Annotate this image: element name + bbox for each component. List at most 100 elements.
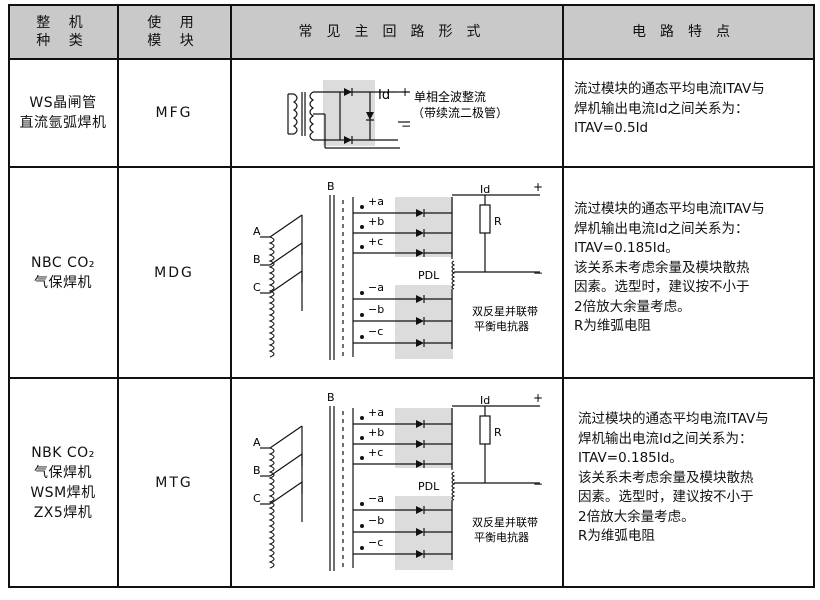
row2-tap-label: −a: [368, 281, 384, 294]
row3-feature-line: 流过模块的通态平均电流ITAV与: [578, 411, 769, 427]
header-welder-type-line1: 整 机: [36, 15, 90, 31]
row1-diode-icon: [344, 136, 352, 144]
row2-phase-label: A: [253, 225, 261, 238]
row3-welder-line3: WSM焊机: [30, 484, 96, 501]
row3-tap-label: −a: [368, 492, 384, 505]
row2-diode-icon: [416, 209, 424, 217]
row3-b-label: B: [327, 391, 335, 404]
row2-reactor-icon: [451, 260, 456, 290]
row2-tap-label: +b: [368, 215, 384, 228]
row3-feature-line: 2倍放大余量考虑。: [578, 508, 695, 525]
row3-wire: [269, 481, 303, 505]
row2-minus-label: −: [533, 266, 543, 280]
table-top-border: [8, 4, 814, 6]
row3-plus-label: +: [533, 391, 543, 405]
row2-resistor-icon: [479, 204, 491, 234]
row2-tap-dot: [360, 245, 364, 249]
row2-note-line1: 双反星并联带: [472, 304, 538, 318]
row3-tap-dot: [360, 456, 364, 460]
row3-tap-dot: [360, 416, 364, 420]
table-left-border: [8, 4, 10, 588]
row1-minus-label: −: [401, 119, 411, 133]
row3-tap-dot: [360, 502, 364, 506]
row3-note-line1: 双反星并联带: [472, 515, 538, 529]
row1-features: 流过模块的通态平均电流ITAV与 焊机输出电流Id之间关系为： ITAV=0.5…: [574, 80, 765, 139]
row1-note-line2: （带续流二极管）: [412, 105, 508, 120]
row3-diode-icon: [416, 440, 424, 448]
row2-resistor-label: R: [494, 215, 502, 228]
row3-phase-label: C: [253, 492, 261, 505]
row3-tap-label: −c: [368, 536, 383, 549]
row1-feature-line: 流过模块的通态平均电流ITAV与: [574, 81, 765, 97]
row3-diode-icon: [416, 550, 424, 558]
row2-b-label: B: [327, 180, 335, 193]
row3-feature-line: R为维弧电阻: [578, 528, 655, 544]
row2-module: MDG: [154, 264, 194, 281]
row3-resistor-icon: [479, 415, 491, 445]
table-bottom-border: [8, 586, 814, 588]
row3-wire: [269, 453, 303, 477]
row2-phase-label: B: [253, 253, 261, 266]
row2-pdl-label: PDL: [418, 269, 440, 282]
col-divider-2: [230, 4, 232, 588]
row2-feature-line: 该关系未考虑余量及模块散热: [574, 259, 750, 276]
row3-tap-label: +c: [368, 446, 383, 459]
row3-minus-label: −: [533, 477, 543, 491]
row2-phase-label: C: [253, 281, 261, 294]
row3-feature-line: 因素。选型时，建议按不小于: [578, 489, 754, 505]
row1-circuit-diagram: Id + − 单相全波整流 （带续流二极管）: [287, 80, 508, 149]
row2-tap-dot: [360, 291, 364, 295]
row3-diode-icon: [416, 420, 424, 428]
row2-tap-label: −b: [368, 303, 384, 316]
header-welder-type: 整 机 种 类: [9, 6, 117, 58]
row3-tap-dot: [360, 436, 364, 440]
row3-welder-line1: NBK CO₂: [31, 444, 95, 461]
row3-note-line2: 平衡电抗器: [474, 530, 529, 544]
row3-feature-line: ITAV=0.185Id。: [578, 450, 683, 466]
row3-feature-line: 焊机输出电流Id之间关系为：: [578, 430, 753, 447]
table-right-border: [813, 4, 815, 588]
row2-feature-line: 焊机输出电流Id之间关系为：: [574, 220, 749, 237]
row3-reactor-icon: [451, 471, 456, 501]
row2-feature-line: 因素。选型时，建议按不小于: [574, 279, 750, 295]
row2-tap-label: +a: [368, 195, 384, 208]
header-bottom-border: [8, 58, 814, 60]
row3-tap-label: +b: [368, 426, 384, 439]
row2-welder-line1: NBC CO₂: [31, 254, 95, 271]
row3-diode-icon: [416, 528, 424, 536]
row2-features: 流过模块的通态平均电流ITAV与 焊机输出电流Id之间关系为： ITAV=0.1…: [574, 200, 765, 337]
row2-plus-label: +: [533, 180, 543, 194]
row1-current-label: Id: [378, 88, 390, 103]
row2-tap-label: +c: [368, 235, 383, 248]
row3-resistor-label: R: [494, 426, 502, 439]
header-circuit: 常见主回路形式: [298, 24, 495, 40]
header-row-background: [8, 5, 814, 58]
row2-primary-winding: [268, 236, 275, 358]
header-module: 使 用 模 块: [118, 6, 230, 58]
row2-wire: [269, 214, 303, 238]
row3-module: MTG: [155, 474, 193, 491]
row2-tap-label: −c: [368, 325, 383, 338]
row2-feature-line: R为维弧电阻: [574, 318, 651, 334]
row2-feature-line: ITAV=0.185Id。: [574, 240, 679, 256]
row2-wire: [269, 270, 303, 294]
row1-note-line1: 单相全波整流: [414, 89, 486, 104]
row1-feature-line: ITAV=0.5Id: [574, 120, 649, 136]
row1-plus-label: +: [400, 85, 410, 99]
row2-tap-dot: [360, 313, 364, 317]
row1-welder-line2: 直流氩弧焊机: [19, 115, 107, 131]
row2-feature-line: 2倍放大余量考虑。: [574, 298, 691, 315]
row1-feature-line: 焊机输出电流Id之间关系为：: [574, 100, 749, 117]
row2-module-shade: [395, 197, 453, 257]
row1-diode-icon: [344, 88, 352, 96]
row3-tap-dot: [360, 524, 364, 528]
row3-welder: NBK CO₂ 气保焊机 WSM焊机 ZX5焊机: [9, 379, 117, 586]
row-divider-1: [8, 166, 814, 168]
header-module-line1: 使 用: [147, 15, 201, 31]
row2-current-label: Id: [480, 183, 490, 196]
row2-tap-dot: [360, 335, 364, 339]
row2-tap-dot: [360, 205, 364, 209]
row3-current-label: Id: [480, 394, 490, 407]
col-divider-1: [117, 4, 119, 588]
